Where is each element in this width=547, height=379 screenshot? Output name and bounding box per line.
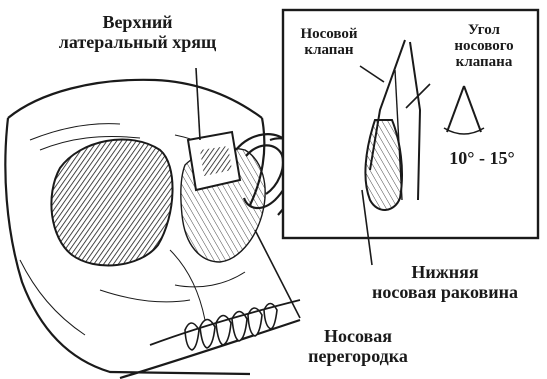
label-nasal-valve-line1: Носовой: [289, 26, 369, 42]
angle-value-text: 10° - 15°: [432, 148, 532, 168]
label-upper-lateral-cartilage: Верхний латеральный хрящ: [30, 12, 245, 52]
leader-septum: [255, 230, 300, 318]
label-upper-cartilage-line1: Верхний: [30, 12, 245, 32]
label-valve-angle: Угол носового клапана: [432, 22, 536, 70]
label-turbinate-line1: Нижняя: [345, 262, 545, 282]
leader-upper-cartilage: [196, 68, 200, 140]
label-valve-angle-line2: носового: [432, 38, 536, 54]
label-nasal-valve-line2: клапан: [289, 42, 369, 58]
label-septum-line1: Носовая: [288, 326, 428, 346]
label-turbinate-line2: носовая раковина: [345, 282, 545, 302]
label-valve-angle-line3: клапана: [432, 54, 536, 70]
label-upper-cartilage-line2: латеральный хрящ: [30, 32, 245, 52]
eye-orbit: [51, 140, 172, 266]
label-nasal-septum: Носовая перегородка: [288, 326, 428, 366]
label-angle-value: 10° - 15°: [432, 148, 532, 168]
label-inferior-turbinate: Нижняя носовая раковина: [345, 262, 545, 302]
label-valve-angle-line1: Угол: [432, 22, 536, 38]
skull-brow-line: [8, 80, 262, 118]
label-septum-line2: перегородка: [288, 346, 428, 366]
label-nasal-valve: Носовой клапан: [289, 26, 369, 58]
